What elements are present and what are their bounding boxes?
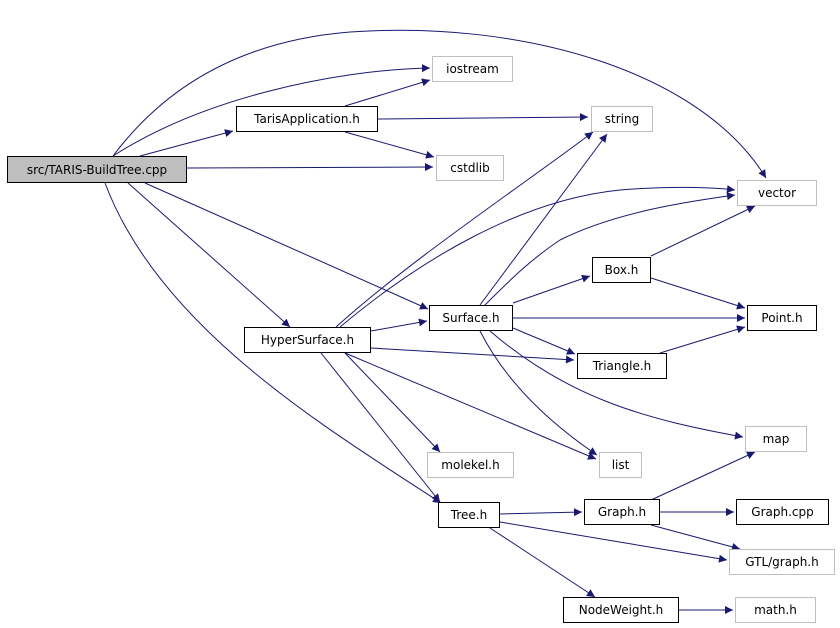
edge-surface-to-box <box>512 274 591 304</box>
node-label: cstdlib <box>450 161 490 175</box>
node-triangle[interactable]: Triangle.h <box>577 353 667 379</box>
edge-graph-to-map <box>650 451 756 501</box>
node-gtl-graph[interactable]: GTL/graph.h <box>729 549 835 575</box>
edge-box-to-point <box>650 277 746 310</box>
edge-taris-to-iostream <box>344 78 431 107</box>
node-map[interactable]: map <box>745 426 807 452</box>
edge-hyper-to-string <box>335 131 594 328</box>
node-hyper-surface[interactable]: HyperSurface.h <box>244 327 371 353</box>
edge-surface-to-list <box>479 330 598 456</box>
edge-surface-to-triangle <box>512 327 576 355</box>
edge-hyper-to-molekel <box>344 352 441 453</box>
node-label: src/TARIS-BuildTree.cpp <box>26 162 168 177</box>
edge-box-to-vector <box>650 205 756 257</box>
edge-tree-to-nodeweight <box>489 527 596 598</box>
edge-triangle-to-point <box>659 325 746 354</box>
edge-root-to-vector <box>112 29 767 179</box>
node-label: iostream <box>446 62 499 76</box>
edge-root-to-taris <box>139 129 234 157</box>
node-label: NodeWeight.h <box>578 603 664 617</box>
edge-hyper-to-triangle <box>370 347 575 364</box>
node-cstdlib[interactable]: cstdlib <box>436 155 504 181</box>
node-graph[interactable]: Graph.h <box>584 499 660 525</box>
edge-root-to-surface <box>144 182 429 310</box>
edge-root-to-hyper <box>127 182 291 328</box>
node-vector[interactable]: vector <box>737 180 817 206</box>
edge-tree-to-gtl <box>499 521 728 563</box>
edge-hyper-to-list <box>344 352 597 460</box>
edge-root-to-cstdlib <box>186 163 434 172</box>
edge-hyper-to-surface <box>370 318 428 332</box>
edge-hyper-to-tree <box>320 352 441 503</box>
node-tree[interactable]: Tree.h <box>438 502 500 528</box>
edge-taris-to-string <box>377 113 589 122</box>
node-label: vector <box>757 186 797 200</box>
node-math[interactable]: math.h <box>735 597 816 623</box>
node-label: math.h <box>754 603 797 617</box>
node-label: TarisApplication.h <box>254 112 360 126</box>
edge-surface-to-map <box>489 330 744 440</box>
edge-hyper-to-vector <box>339 185 736 328</box>
edge-taris-to-cstdlib <box>344 131 435 159</box>
edge-root-to-tree <box>104 182 442 504</box>
node-node-weight[interactable]: NodeWeight.h <box>563 597 679 623</box>
node-label: Graph.cpp <box>751 505 814 519</box>
node-label: HyperSurface.h <box>260 333 355 347</box>
node-string[interactable]: string <box>591 106 653 132</box>
node-label: Tree.h <box>450 508 488 522</box>
node-label: map <box>762 432 790 446</box>
node-iostream[interactable]: iostream <box>432 56 513 82</box>
node-root[interactable]: src/TARIS-BuildTree.cpp <box>7 156 187 183</box>
node-label: string <box>604 112 640 126</box>
node-point[interactable]: Point.h <box>747 305 817 331</box>
node-box[interactable]: Box.h <box>592 257 651 283</box>
edge-root-to-iostream <box>112 64 431 157</box>
node-label: Point.h <box>761 311 803 325</box>
node-label: Surface.h <box>442 311 500 325</box>
node-label: Box.h <box>604 263 639 277</box>
node-surface[interactable]: Surface.h <box>429 305 513 331</box>
node-label: molekel.h <box>441 458 500 472</box>
node-label: list <box>611 458 630 472</box>
node-molekel[interactable]: molekel.h <box>427 452 514 478</box>
edge-surface-to-vector <box>484 192 736 306</box>
edge-tree-to-graph <box>499 508 583 517</box>
node-list[interactable]: list <box>599 452 642 478</box>
node-graph-cpp[interactable]: Graph.cpp <box>736 499 829 525</box>
node-label: Triangle.h <box>592 359 652 373</box>
edge-graph-to-gtl <box>650 524 741 551</box>
edge-surface-to-string <box>479 133 608 306</box>
node-label: GTL/graph.h <box>745 555 819 569</box>
node-label: Graph.h <box>597 505 647 519</box>
node-taris-application[interactable]: TarisApplication.h <box>236 106 378 132</box>
